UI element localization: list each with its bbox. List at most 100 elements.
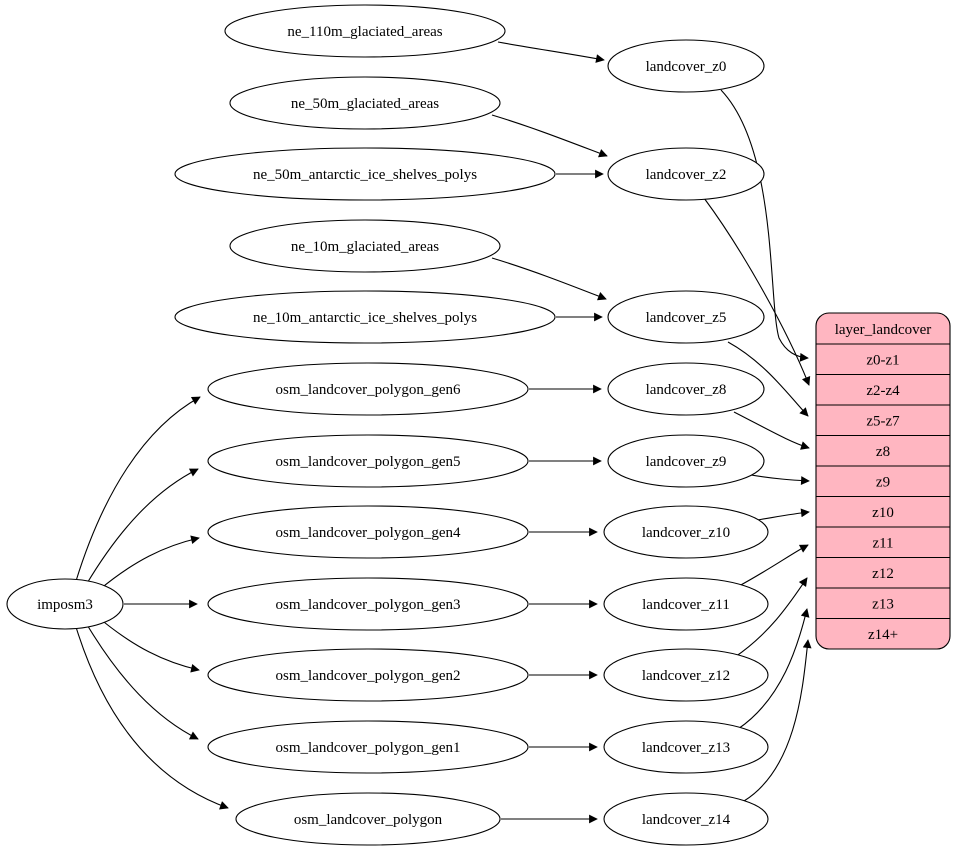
node-ne_50m_antarctic_ice_shelves_polys: ne_50m_antarctic_ice_shelves_polys <box>174 147 556 201</box>
node-osm_landcover_polygon_gen5-label: osm_landcover_polygon_gen5 <box>276 454 461 470</box>
node-imposm3: imposm3 <box>6 578 124 630</box>
node-layer_landcover-shape <box>815 312 951 650</box>
node-osm_landcover_polygon_gen1: osm_landcover_polygon_gen1 <box>207 720 529 774</box>
node-landcover_z14-label: landcover_z14 <box>642 812 731 828</box>
node-landcover_z9: landcover_z9 <box>607 434 765 488</box>
node-osm_landcover_polygon_gen4-shape <box>207 505 529 559</box>
node-landcover_z11-shape <box>603 577 769 631</box>
node-landcover_z8-shape <box>607 362 765 416</box>
edge-landcover_z12-to-row-z12 <box>734 577 808 658</box>
node-osm_landcover_polygon_gen6-shape <box>207 362 529 416</box>
node-landcover_z10-shape <box>603 505 769 559</box>
node-osm_landcover_polygon_gen2: osm_landcover_polygon_gen2 <box>207 648 529 702</box>
node-landcover_z13-label: landcover_z13 <box>642 740 730 756</box>
node-osm_landcover_polygon_gen2-shape <box>207 648 529 702</box>
edge-imposm3-to-osm_landcover_polygon_gen6 <box>75 396 201 582</box>
record-row-z5-z7: z5-z7 <box>866 414 900 430</box>
edge-landcover_z2-to-row-z2-z4 <box>703 197 811 386</box>
node-ne_110m_glaciated_areas: ne_110m_glaciated_areas <box>224 4 506 58</box>
record-row-z2-z4: z2-z4 <box>866 383 900 399</box>
node-layer_landcover: layer_landcover z0-z1 z2-z4 z5-z7 z8 z9 … <box>815 312 951 650</box>
record-row-z13: z13 <box>872 597 894 613</box>
edge-imposm3-to-osm_landcover_polygon <box>75 626 229 810</box>
edge-ne_50m_glaciated_areas-to-landcover_z2 <box>491 114 608 158</box>
record-row-z9: z9 <box>876 475 890 491</box>
node-landcover_z5-label: landcover_z5 <box>646 310 727 326</box>
node-osm_landcover_polygon: osm_landcover_polygon <box>235 792 501 846</box>
node-landcover_z0: landcover_z0 <box>607 39 765 93</box>
node-ne_10m_antarctic_ice_shelves_polys-shape <box>174 290 556 344</box>
edge-ne_110m_glaciated_areas-to-landcover_z0 <box>497 41 605 63</box>
node-landcover_z10: landcover_z10 <box>603 505 769 559</box>
node-landcover_z2-label: landcover_z2 <box>646 167 727 183</box>
node-landcover_z5: landcover_z5 <box>607 290 765 344</box>
node-ne_10m_glaciated_areas-label: ne_10m_glaciated_areas <box>291 239 439 255</box>
record-title: layer_landcover <box>835 322 932 338</box>
record-row-z0-z1: z0-z1 <box>866 353 899 369</box>
node-landcover_z12: landcover_z12 <box>603 648 769 702</box>
record-row-z11: z11 <box>872 536 893 552</box>
edge-landcover_z11-to-row-z11 <box>738 544 809 587</box>
node-ne_50m_antarctic_ice_shelves_polys-label: ne_50m_antarctic_ice_shelves_polys <box>253 167 477 183</box>
edges-layer <box>75 41 812 824</box>
node-landcover_z9-shape <box>607 434 765 488</box>
node-osm_landcover_polygon-shape <box>235 792 501 846</box>
node-landcover_z12-label: landcover_z12 <box>642 668 730 684</box>
node-ne_10m_glaciated_areas: ne_10m_glaciated_areas <box>229 219 501 273</box>
node-ne_10m_glaciated_areas-shape <box>229 219 501 273</box>
node-imposm3-shape <box>6 578 124 630</box>
record-row-z10: z10 <box>872 505 894 521</box>
node-landcover_z0-label: landcover_z0 <box>646 59 727 75</box>
record-row-z14plus: z14+ <box>868 627 898 643</box>
node-osm_landcover_polygon_gen6: osm_landcover_polygon_gen6 <box>207 362 529 416</box>
node-ne_10m_antarctic_ice_shelves_polys: ne_10m_antarctic_ice_shelves_polys <box>174 290 556 344</box>
edge-imposm3-to-osm_landcover_polygon_gen5 <box>85 468 199 586</box>
record-row-z12: z12 <box>872 566 894 582</box>
edge-imposm3-to-osm_landcover_polygon_gen4 <box>98 535 200 591</box>
edge-imposm3-to-osm_landcover_polygon_gen1 <box>85 622 199 740</box>
node-ne_50m_glaciated_areas: ne_50m_glaciated_areas <box>229 76 501 130</box>
node-ne_110m_glaciated_areas-shape <box>224 4 506 58</box>
node-osm_landcover_polygon_gen3-label: osm_landcover_polygon_gen3 <box>276 597 461 613</box>
node-landcover_z13-shape <box>603 720 769 774</box>
node-landcover_z14-shape <box>603 792 769 846</box>
node-landcover_z12-shape <box>603 648 769 702</box>
edge-landcover_z14-to-row-z14plus <box>743 639 812 802</box>
node-ne_50m_glaciated_areas-label: ne_50m_glaciated_areas <box>291 96 439 112</box>
node-imposm3-label: imposm3 <box>37 597 93 613</box>
edge-imposm3-to-osm_landcover_polygon_gen2 <box>98 617 200 673</box>
node-osm_landcover_polygon-label: osm_landcover_polygon <box>294 812 443 828</box>
node-landcover_z8: landcover_z8 <box>607 362 765 416</box>
node-osm_landcover_polygon_gen1-shape <box>207 720 529 774</box>
node-landcover_z11: landcover_z11 <box>603 577 769 631</box>
node-osm_landcover_polygon_gen4-label: osm_landcover_polygon_gen4 <box>276 525 461 541</box>
edge-landcover_z13-to-row-z13 <box>737 608 810 730</box>
node-ne_50m_antarctic_ice_shelves_polys-shape <box>174 147 556 201</box>
edge-landcover_z9-to-row-z9 <box>750 474 810 485</box>
node-ne_10m_antarctic_ice_shelves_polys-label: ne_10m_antarctic_ice_shelves_polys <box>253 310 477 326</box>
node-osm_landcover_polygon_gen3: osm_landcover_polygon_gen3 <box>207 577 529 631</box>
node-landcover_z9-label: landcover_z9 <box>646 454 727 470</box>
node-osm_landcover_polygon_gen3-shape <box>207 577 529 631</box>
node-osm_landcover_polygon_gen2-label: osm_landcover_polygon_gen2 <box>276 668 461 684</box>
edge-landcover_z5-to-row-z5-z7 <box>727 341 809 417</box>
edge-landcover_z0-to-row-z0-z1 <box>720 89 809 362</box>
node-osm_landcover_polygon_gen1-label: osm_landcover_polygon_gen1 <box>276 740 461 756</box>
edge-landcover_z10-to-row-z10 <box>750 508 810 522</box>
node-landcover_z13: landcover_z13 <box>603 720 769 774</box>
node-osm_landcover_polygon_gen5: osm_landcover_polygon_gen5 <box>207 434 529 488</box>
node-osm_landcover_polygon_gen4: osm_landcover_polygon_gen4 <box>207 505 529 559</box>
edge-ne_10m_glaciated_areas-to-landcover_z5 <box>491 257 607 301</box>
node-landcover_z10-label: landcover_z10 <box>642 525 730 541</box>
node-landcover_z0-shape <box>607 39 765 93</box>
node-ne_50m_glaciated_areas-shape <box>229 76 501 130</box>
node-landcover_z2: landcover_z2 <box>607 147 765 201</box>
node-landcover_z11-label: landcover_z11 <box>642 597 730 613</box>
edge-landcover_z8-to-row-z8 <box>733 411 810 450</box>
node-landcover_z2-shape <box>607 147 765 201</box>
record-row-z8: z8 <box>876 444 890 460</box>
node-ne_110m_glaciated_areas-label: ne_110m_glaciated_areas <box>287 24 442 40</box>
node-landcover_z14: landcover_z14 <box>603 792 769 846</box>
